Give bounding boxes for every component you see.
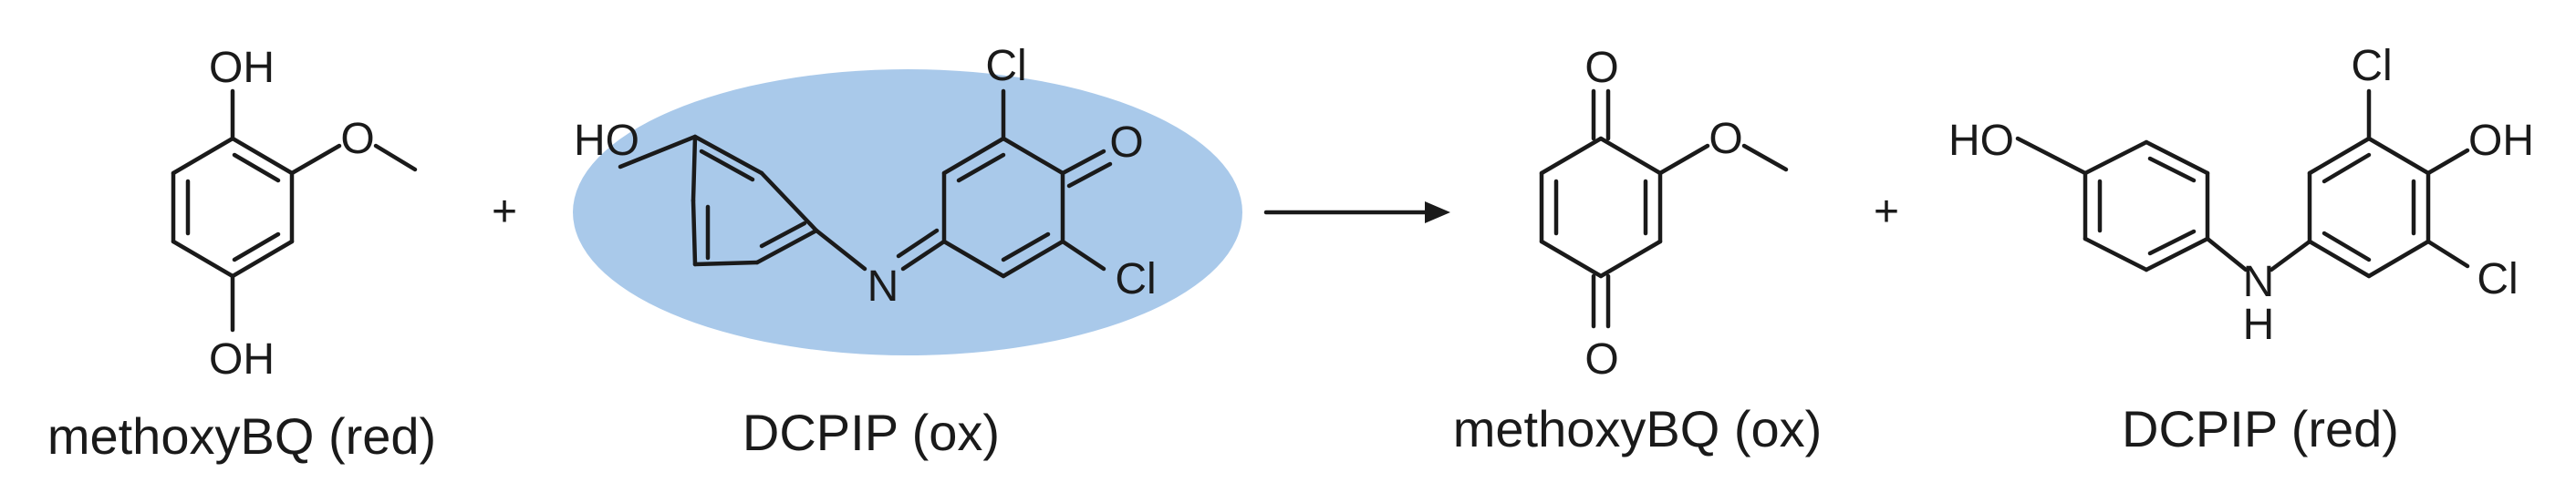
amine-n-label: N [2243, 258, 2275, 306]
methoxy-o-label: O [340, 115, 374, 163]
imine-n-label: N [867, 262, 899, 311]
plus-sign: + [492, 188, 517, 236]
amine-h-label: H [2243, 301, 2275, 349]
dcpip-red-bonds [2015, 88, 2470, 279]
cl-top-label: Cl [2351, 42, 2392, 90]
ho-label: HO [574, 117, 639, 165]
methoxybq-red-bonds [171, 88, 418, 333]
cl-bottom-label: Cl [1115, 255, 1156, 303]
cl-bottom-label: Cl [2477, 255, 2518, 303]
carbonyl-o-label: O [1109, 118, 1143, 167]
ho-label: HO [1948, 117, 2014, 165]
molecule-dcpip-ox: HO N O Cl Cl DCPIP (ox) [574, 42, 1157, 461]
quinone-o-top-label: O [1584, 44, 1618, 92]
molecule-dcpip-red: HO N H Cl OH Cl DCPIP (red) [1948, 42, 2534, 457]
oh-top-label: OH [209, 44, 275, 92]
methoxybq-ox-bonds [1539, 88, 1789, 329]
molecule-methoxybq-ox: O O O methoxyBQ (ox) [1453, 44, 1823, 457]
molecule-methoxybq-red: OH O OH methoxyBQ (red) [47, 44, 436, 465]
caption-methoxybq-red: methoxyBQ (red) [47, 407, 436, 465]
cl-top-label: Cl [985, 42, 1026, 90]
oh-label: OH [2468, 117, 2534, 165]
caption-methoxybq-ox: methoxyBQ (ox) [1453, 400, 1823, 457]
plus-sign: + [1874, 188, 1899, 236]
dcpip-highlight [573, 69, 1242, 355]
quinone-o-bottom-label: O [1584, 335, 1618, 384]
dcpip-ox-bonds [618, 88, 1113, 279]
caption-dcpip-ox: DCPIP (ox) [743, 404, 1000, 461]
methoxy-o-label: O [1709, 115, 1742, 163]
caption-dcpip-red: DCPIP (red) [2122, 400, 2399, 457]
reaction-arrow [1263, 201, 1450, 223]
oh-bottom-label: OH [209, 335, 275, 384]
